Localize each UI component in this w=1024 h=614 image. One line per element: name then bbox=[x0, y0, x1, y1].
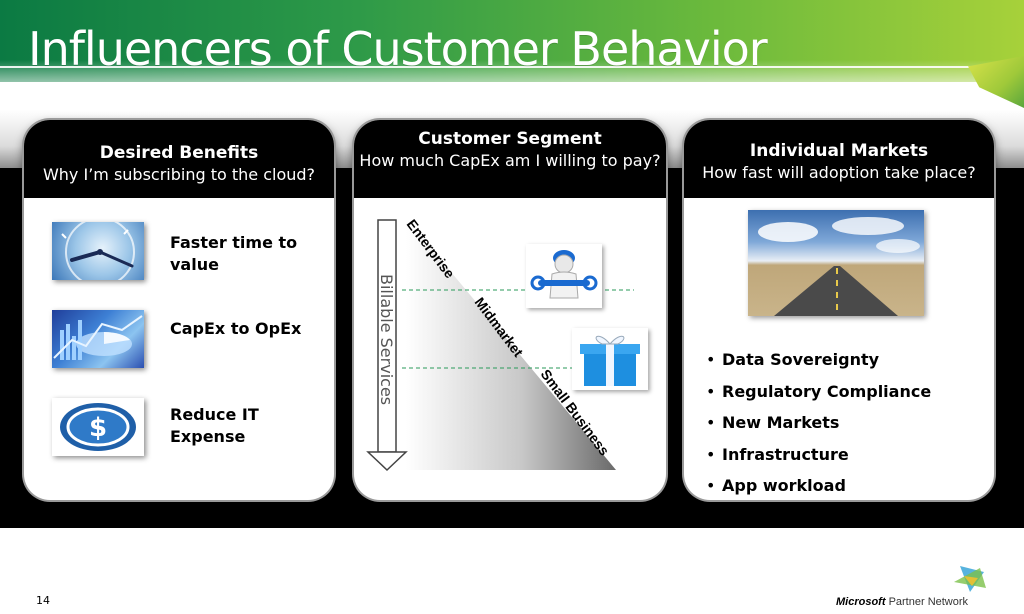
customer-segment-panel: Customer Segment How much CapEx am I wil… bbox=[354, 120, 666, 500]
svg-text:$: $ bbox=[89, 413, 107, 443]
benefit-capex-opex: CapEx to OpEx bbox=[170, 319, 302, 338]
individual-markets-panel: Individual Markets How fast will adoptio… bbox=[684, 120, 994, 500]
partner-network-logo-icon bbox=[950, 562, 992, 596]
markets-list: •Data Sovereignty •Regulatory Compliance… bbox=[702, 344, 931, 500]
title-band-fade bbox=[0, 60, 1024, 100]
billable-services-arrow bbox=[366, 219, 408, 472]
panel-header: Customer Segment How much CapEx am I wil… bbox=[354, 120, 666, 198]
list-item: •App workload bbox=[706, 476, 846, 495]
mechanic-figure-image bbox=[526, 244, 602, 308]
charts-image bbox=[52, 310, 144, 368]
slide-title: Influencers of Customer Behavior bbox=[28, 22, 768, 76]
panel-title: Desired Benefits bbox=[99, 143, 259, 163]
slide-number: 14 bbox=[36, 594, 50, 607]
dollar-image: $ bbox=[52, 398, 144, 456]
clock-image bbox=[52, 217, 144, 287]
desired-benefits-panel: Desired Benefits Why I’m subscribing to … bbox=[24, 120, 334, 500]
panel-subtitle: Why I’m subscribing to the cloud? bbox=[42, 165, 316, 184]
list-item: •Regulatory Compliance bbox=[706, 381, 932, 401]
segment-triangle bbox=[406, 218, 616, 470]
panel-subtitle: How fast will adoption take place? bbox=[702, 163, 976, 182]
partner-network-logo: Microsoft Partner Network bbox=[836, 596, 969, 608]
benefit-faster-time: Faster time to value bbox=[170, 233, 298, 274]
list-item: •Infrastructure bbox=[706, 444, 849, 464]
benefit-reduce-it-expense: Reduce IT Expense bbox=[170, 405, 259, 446]
segment-diagram: Billable Services Enterprise Midmarket S… bbox=[354, 198, 666, 500]
panel-subtitle: How much CapEx am I willing to pay? bbox=[359, 151, 661, 170]
list-item: •New Markets bbox=[706, 413, 840, 432]
panel-title: Customer Segment bbox=[418, 129, 602, 149]
list-item: •Data Sovereignty bbox=[706, 350, 880, 369]
panel-header: Desired Benefits Why I’m subscribing to … bbox=[24, 120, 334, 198]
gift-box-image bbox=[572, 328, 648, 390]
open-road-image bbox=[748, 210, 924, 316]
panel-title: Individual Markets bbox=[749, 141, 929, 161]
billable-services-label: Billable Services bbox=[377, 274, 396, 405]
panel-header: Individual Markets How fast will adoptio… bbox=[684, 120, 994, 198]
